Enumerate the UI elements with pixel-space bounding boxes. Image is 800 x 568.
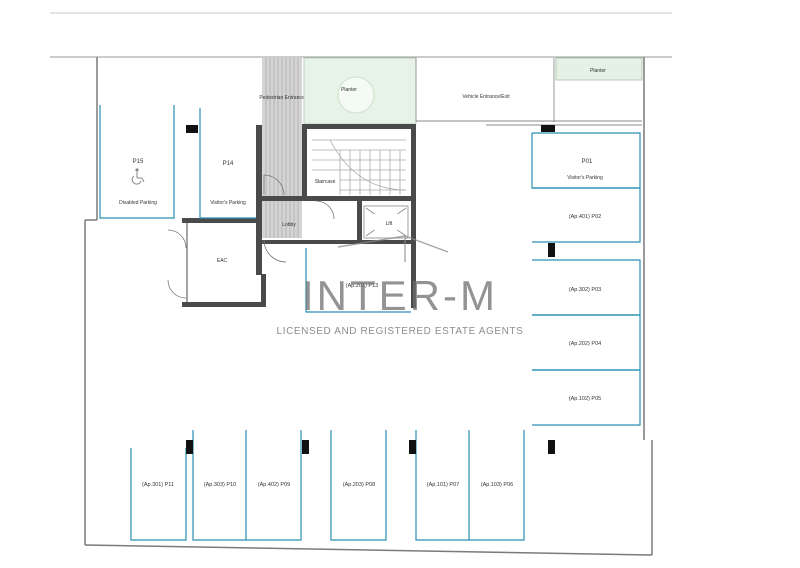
bay-p07-label: (Ap.101) P07 bbox=[427, 482, 459, 488]
site-boundary bbox=[84, 57, 653, 556]
planter-top-label: Planter bbox=[341, 87, 357, 93]
bay-p05-label: (Ap.102) P05 bbox=[569, 396, 601, 402]
eac-label: EAC bbox=[217, 258, 228, 264]
door-swings bbox=[167, 174, 335, 299]
vehicle-entrance-label: Vehicle Entrance/Exit bbox=[462, 94, 510, 100]
planter-right-label: Planter bbox=[590, 68, 606, 74]
staircase bbox=[312, 139, 407, 195]
ramp-hatching bbox=[265, 58, 299, 238]
bay-p04-label: (Ap.202) P04 bbox=[569, 341, 601, 347]
lobby-label: Lobby bbox=[282, 222, 296, 228]
bay-p03-label: (Ap.302) P03 bbox=[569, 287, 601, 293]
bay-p14-note: Visitor's Parking bbox=[210, 200, 246, 206]
building-core bbox=[182, 124, 416, 308]
watermark-subtitle: LICENSED AND REGISTERED ESTATE AGENTS bbox=[277, 326, 524, 337]
bay-p11-label: (Ap.301) P11 bbox=[142, 482, 174, 488]
wheelchair-icon bbox=[131, 168, 145, 185]
planter-right bbox=[555, 57, 643, 81]
column-markers bbox=[186, 125, 555, 454]
bay-p10-label: (Ap.303) P10 bbox=[204, 482, 236, 488]
parking-labels: P15 Disabled Parking P14 Visitor's Parki… bbox=[119, 159, 603, 488]
bay-p01-id: P01 bbox=[582, 159, 593, 165]
lift-label: Lift bbox=[386, 221, 393, 227]
bay-p15-note: Disabled Parking bbox=[119, 200, 157, 206]
staircase-label: Staircase bbox=[315, 179, 336, 185]
bay-p13-label: (Ap.201) P13 bbox=[346, 283, 378, 289]
watermark-roof bbox=[337, 235, 449, 262]
planter-shrub bbox=[337, 76, 375, 114]
parking-bays bbox=[99, 105, 641, 541]
pedestrian-entrance-label: Pedestrian Entrance bbox=[259, 95, 305, 101]
watermark-title: INTER-M bbox=[302, 272, 498, 319]
bay-p02-label: (Ap.401) P02 bbox=[569, 214, 601, 220]
bay-p15-id: P15 bbox=[133, 159, 144, 165]
bay-p14-id: P14 bbox=[223, 161, 234, 167]
bay-p01-note: Visitor's Parking bbox=[567, 175, 603, 181]
bay-p06-label: (Ap.103) P06 bbox=[481, 482, 513, 488]
bay-p09-label: (Ap.402) P09 bbox=[258, 482, 290, 488]
bay-p08-label: (Ap.203) P08 bbox=[343, 482, 375, 488]
